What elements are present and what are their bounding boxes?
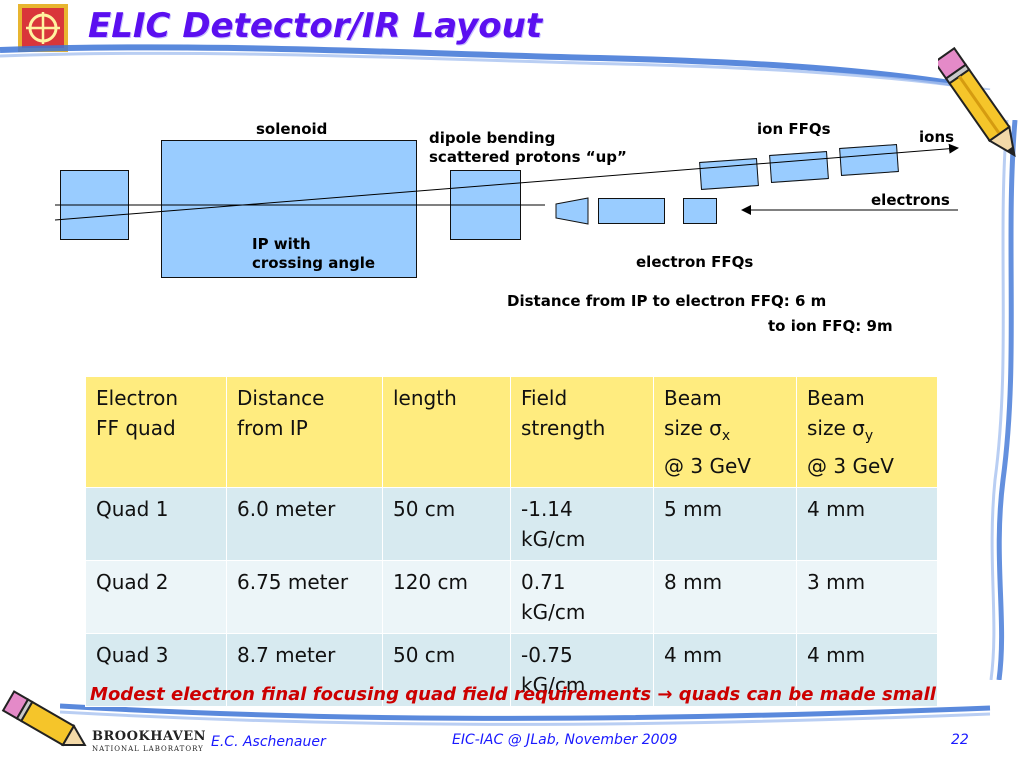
electron-ffq-3 [683,198,717,224]
cell-size-y: 3 mm [796,560,938,634]
cell-size-x: 5 mm [653,487,797,561]
cell-distance: 6.75 meter [226,560,383,634]
brookhaven-logo-line1: BROOKHAVEN [92,729,207,744]
cell-quad: Quad 2 [85,560,227,634]
header-beam-size-y: Beam size σy @ 3 GeV [796,376,938,488]
ion-ffqs-label: ion FFQs [757,120,831,138]
beam-lines [54,143,959,225]
electrons-label: electrons [871,191,950,209]
conclusion-after: quads can be made small [678,684,936,705]
conclusion-text: Modest electron final focusing quad fiel… [18,684,1008,705]
header-length: length [382,376,511,488]
distance-note-line2: to ion FFQ: 9m [768,317,893,335]
cell-size-y: 4 mm [796,633,938,707]
ion-beam-line [54,143,959,221]
cell-length: 120 cm [382,560,511,634]
ip-label-line1: IP with [252,235,311,253]
pencil-icon [938,46,1016,158]
distance-note-line1: Distance from IP to electron FFQ: 6 m [507,292,827,310]
brookhaven-logo: BROOKHAVEN NATIONAL LABORATORY [92,730,206,754]
cell-distance: 8.7 meter [226,633,383,707]
cell-size-x: 8 mm [653,560,797,634]
cell-size-y: 4 mm [796,487,938,561]
dipole-label-line2: scattered protons “up” [429,148,627,166]
conclusion-before: Modest electron final focusing quad fiel… [90,684,652,705]
detector-solenoid [161,140,417,278]
electron-ffq-1 [555,197,589,225]
side-swoosh-decoration [989,120,1018,680]
cell-length: 50 cm [382,633,511,707]
ip-label-line2: crossing angle [252,254,376,272]
footer-event: EIC-IAC @ JLab, November 2009 [452,732,678,748]
footer-author: E.C. Aschenauer [211,734,326,750]
brookhaven-logo-line2: NATIONAL LABORATORY [92,745,204,753]
solenoid-label: solenoid [256,120,328,138]
conference-logo-icon [18,4,68,52]
pencil-icon [1,690,87,747]
cell-length: 50 cm [382,487,511,561]
cell-distance: 6.0 meter [226,487,383,561]
right-arrow-icon: → [657,684,673,705]
cell-quad: Quad 1 [85,487,227,561]
cell-quad: Quad 3 [85,633,227,707]
footer-page-number: 22 [951,732,969,748]
header-beam-size-x: Beam size σx @ 3 GeV [653,376,797,488]
dipole-label: dipole bending scattered protons “up” [429,129,627,167]
ions-label: ions [919,128,955,146]
bottom-swoosh-decoration [60,703,991,726]
dipole-label-line1: dipole bending [429,129,556,147]
title-swoosh-decoration [0,44,991,90]
page-title: ELIC Detector/IR Layout [88,6,543,46]
ip-label: IP with crossing angle [252,235,375,273]
electron-ffqs-label: electron FFQs [636,253,754,271]
cell-size-x: 4 mm [653,633,797,707]
electron-ffq-2 [598,198,665,224]
